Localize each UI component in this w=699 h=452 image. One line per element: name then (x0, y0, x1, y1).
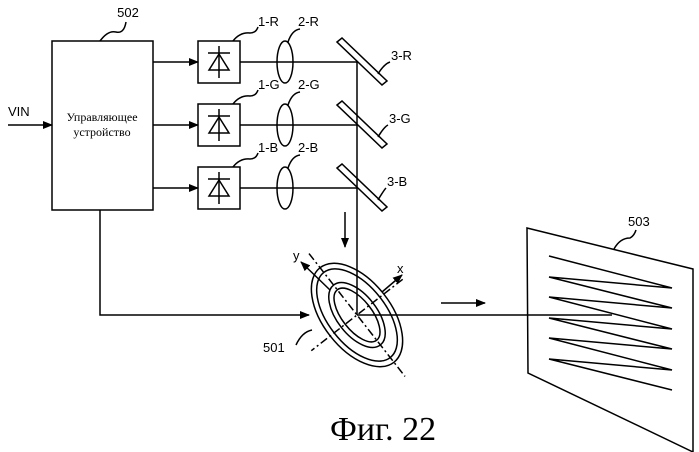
label-3g: 3-G (389, 111, 411, 126)
label-vin: VIN (8, 104, 30, 119)
label-3b: 3-B (387, 174, 407, 189)
screen (527, 228, 693, 452)
controller-text: Управляющее (66, 110, 137, 124)
label-2r: 2-R (298, 14, 319, 29)
label-501: 501 (263, 340, 285, 355)
controller-text-2: устройство (73, 125, 130, 139)
label-502: 502 (117, 5, 139, 20)
figure-caption: Фиг. 22 (330, 411, 436, 448)
label-1g: 1-G (258, 77, 280, 92)
axis-y-label: y (293, 248, 300, 263)
label-3r: 3-R (391, 48, 412, 63)
label-1r: 1-R (258, 14, 279, 29)
label-1b: 1-B (258, 140, 278, 155)
control-signal-line (100, 210, 309, 315)
label-2g: 2-G (298, 77, 320, 92)
controller-block: Управляющее устройство (52, 41, 153, 210)
axis-x-label: x (397, 261, 404, 276)
label-2b: 2-B (298, 140, 318, 155)
label-503: 503 (628, 214, 650, 229)
laser-units (153, 41, 357, 209)
